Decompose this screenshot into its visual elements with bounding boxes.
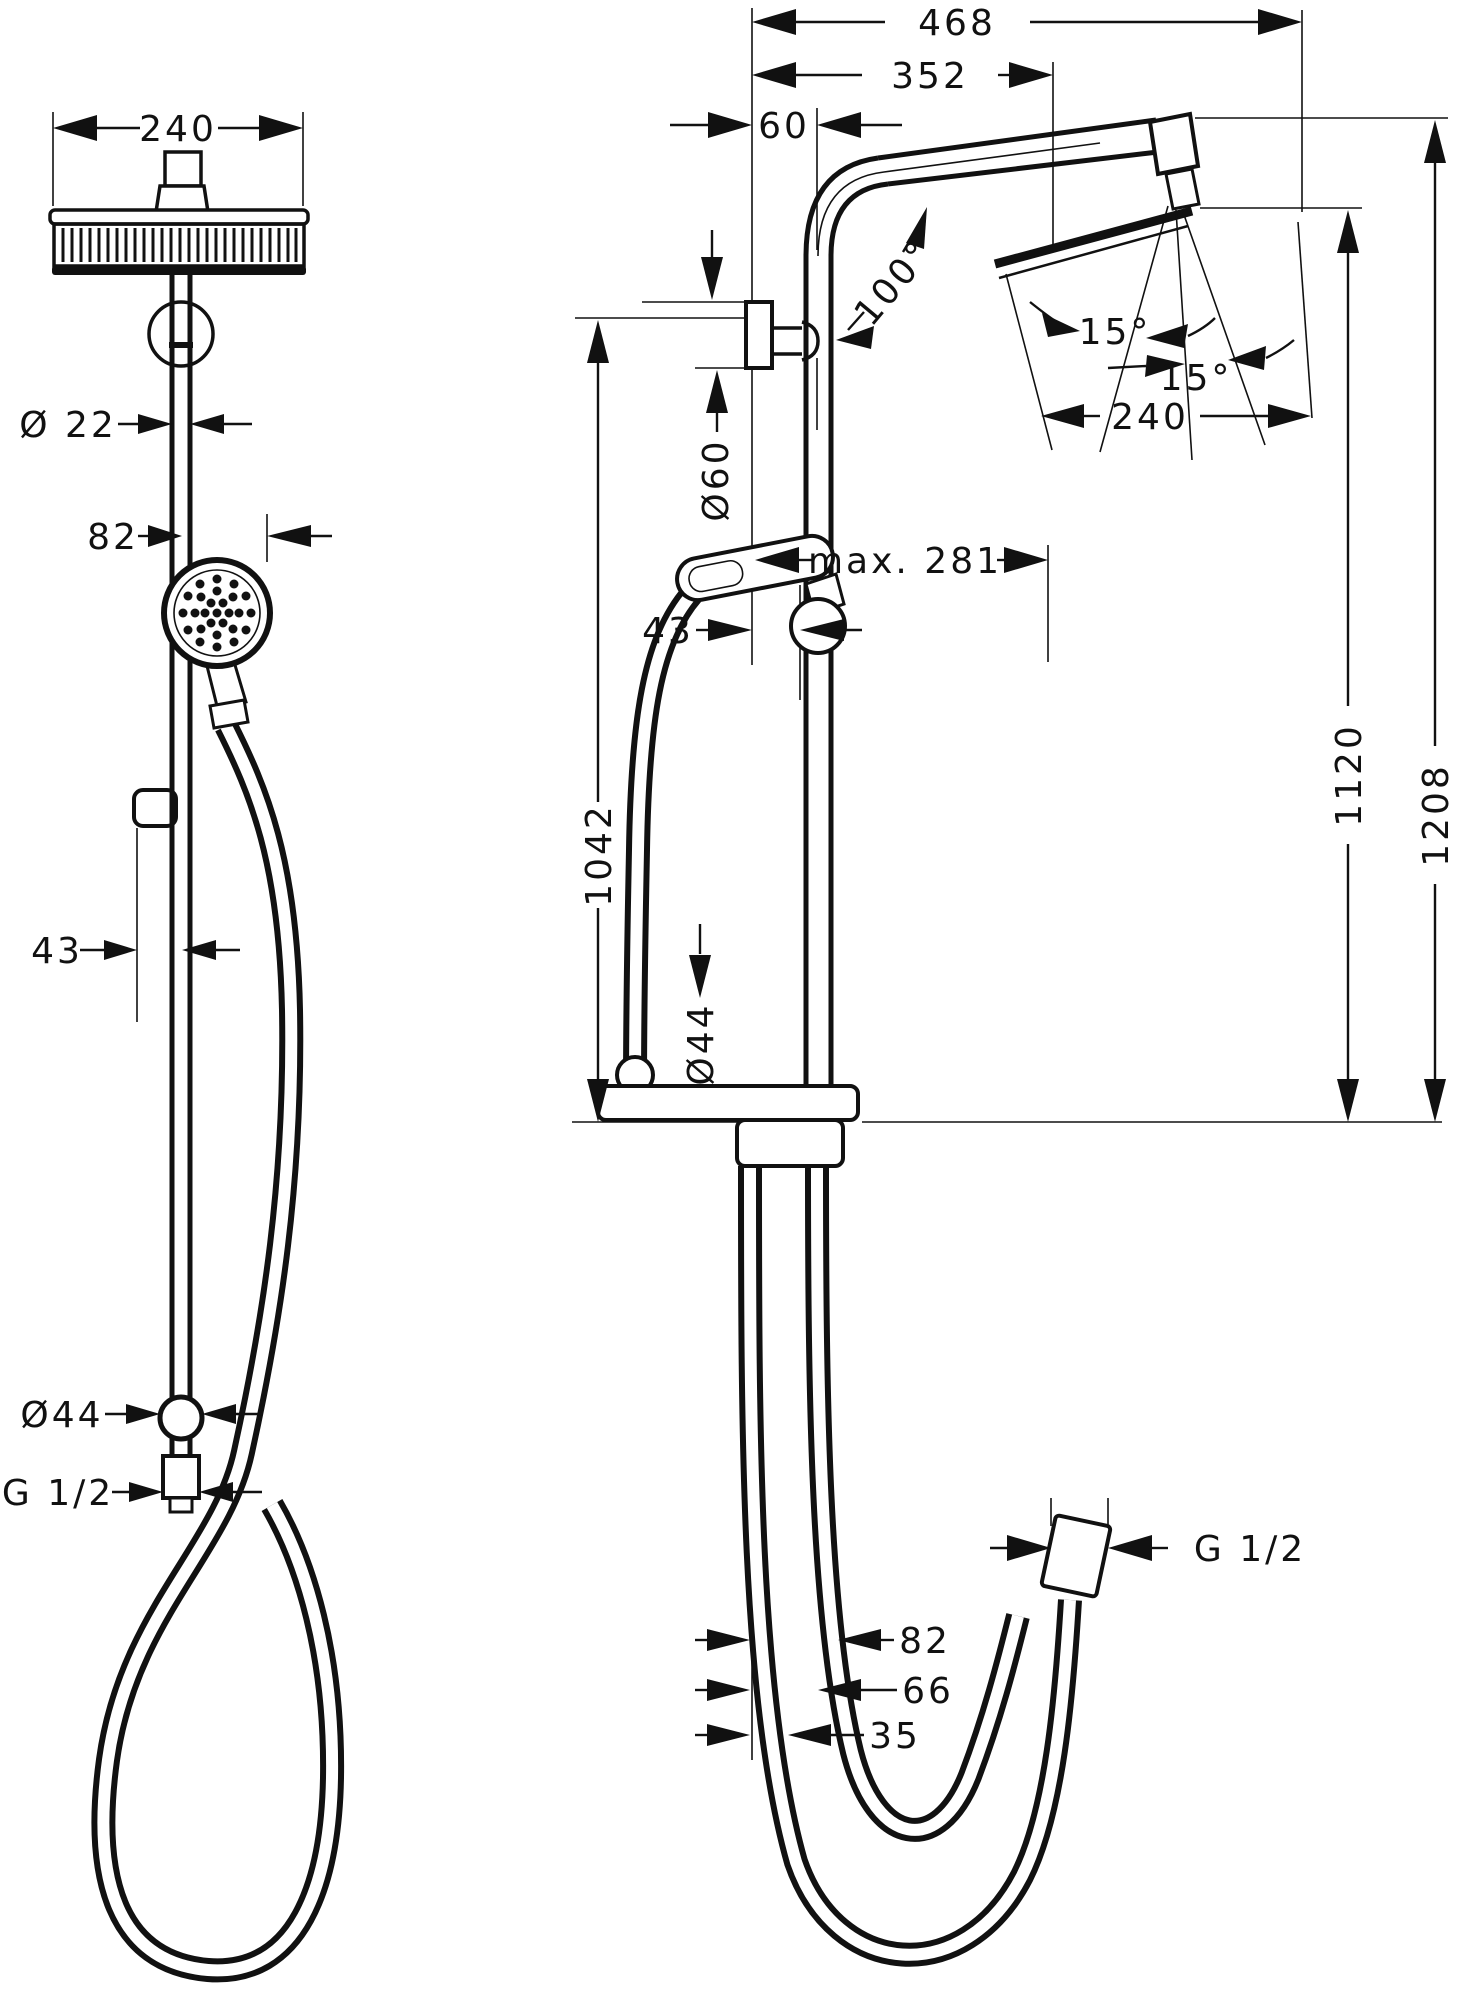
dim-label-43-left: 43	[31, 931, 83, 972]
dim-label-100deg: 100°	[847, 232, 942, 334]
dim-label-240-left: 240	[139, 109, 217, 150]
dim-hose-82: 82	[695, 1621, 951, 1662]
dim-left-handshower-offset: 82	[87, 517, 332, 558]
shower-arm	[877, 117, 1157, 161]
handshower-left	[161, 557, 273, 730]
dim-right-thread: G 1/2	[990, 1529, 1306, 1570]
left-handshower-hose	[91, 720, 345, 1983]
dim-label-1208: 1208	[1416, 763, 1457, 867]
dim-label-o60: Ø60	[696, 438, 737, 521]
dim-label-82-right: 82	[899, 1621, 951, 1662]
tilt-range-line-left	[1099, 205, 1169, 453]
dim-label-352: 352	[891, 56, 969, 97]
valve-body	[735, 1118, 845, 1168]
dim-label-1120: 1120	[1329, 723, 1370, 827]
spray-grid-hatch	[61, 228, 298, 262]
ball-joint	[1164, 167, 1201, 211]
dim-slider-travel: max. 281	[755, 541, 1048, 582]
dim-label-35: 35	[869, 1716, 921, 1757]
dim-right-wall-clearance: 43	[642, 611, 862, 652]
dim-left-pipe-diameter: Ø 22	[19, 405, 252, 446]
right-handshower-hose	[623, 586, 702, 1093]
dim-label-o44-right: Ø44	[681, 1002, 722, 1085]
dim-label-15deg-a: 15°	[1079, 312, 1152, 353]
wall-mount-ring	[147, 300, 215, 368]
dim-hose-66: 66	[695, 1671, 954, 1712]
dim-head-tilt-left: 15°	[1029, 301, 1216, 353]
dim-label-66: 66	[902, 1671, 954, 1712]
supply-hose-loop-outer	[738, 1165, 1082, 1967]
dim-head-tilt-right: 15°	[1107, 339, 1295, 399]
dim-label-15deg-b: 15°	[1160, 358, 1233, 399]
dim-left-holder-offset: 43	[31, 931, 240, 972]
dim-valve-diameter: Ø44	[681, 924, 722, 1086]
hose-end-fitting	[1039, 1513, 1113, 1599]
slider-holder	[132, 788, 178, 828]
thread-connector	[161, 1454, 201, 1500]
dim-label-g12-right: G 1/2	[1194, 1529, 1306, 1570]
dim-label-82-left: 82	[87, 517, 139, 558]
dim-hose-35: 35	[695, 1716, 921, 1757]
dim-right-wall-offset: 60	[670, 106, 902, 147]
dim-right-arm-projection: 352	[752, 56, 1053, 97]
overhead-shower-right	[993, 205, 1313, 461]
dim-right-head-width: 240	[1041, 397, 1311, 438]
dim-overall-height-1208: 1208	[1416, 120, 1457, 1122]
dim-right-overall-width: 468	[752, 3, 1302, 44]
spray-nozzles	[178, 574, 256, 652]
dim-label-43-right: 43	[642, 611, 694, 652]
right-view	[596, 111, 1313, 1599]
supply-hose-loop-inner	[805, 1165, 1030, 1842]
dim-left-head-width: 240	[53, 109, 303, 150]
dim-label-g12-left: G 1/2	[2, 1473, 114, 1514]
head-front-rim	[52, 266, 306, 275]
dim-label-1042: 1042	[579, 803, 620, 907]
dim-label-o22: Ø 22	[19, 405, 117, 446]
dim-label-468: 468	[918, 3, 996, 44]
dim-label-60: 60	[758, 106, 810, 147]
dim-bracket-diameter: Ø60	[696, 230, 737, 522]
dim-bracket-height-1042: 1042	[579, 320, 620, 1122]
dim-label-o44-left: Ø44	[20, 1395, 103, 1436]
dim-label-240-right: 240	[1111, 397, 1189, 438]
dim-arm-angle: 100°	[836, 207, 942, 349]
union-nut	[157, 1394, 205, 1442]
valve-plate	[596, 1084, 860, 1122]
head-connector-stub	[163, 150, 203, 188]
left-view	[48, 150, 310, 1514]
wall-bracket	[744, 300, 820, 370]
dim-left-thread: G 1/2	[2, 1473, 262, 1514]
dim-label-max281: max. 281	[808, 541, 1002, 582]
tilt-range-line-right	[1182, 211, 1266, 446]
dim-left-union-nut: Ø44	[20, 1395, 262, 1436]
overhead-shower-plate	[48, 208, 310, 226]
riser-bend	[803, 155, 879, 257]
dim-riser-height-1120: 1120	[1329, 210, 1370, 1122]
arm-end-connector	[1147, 111, 1201, 177]
